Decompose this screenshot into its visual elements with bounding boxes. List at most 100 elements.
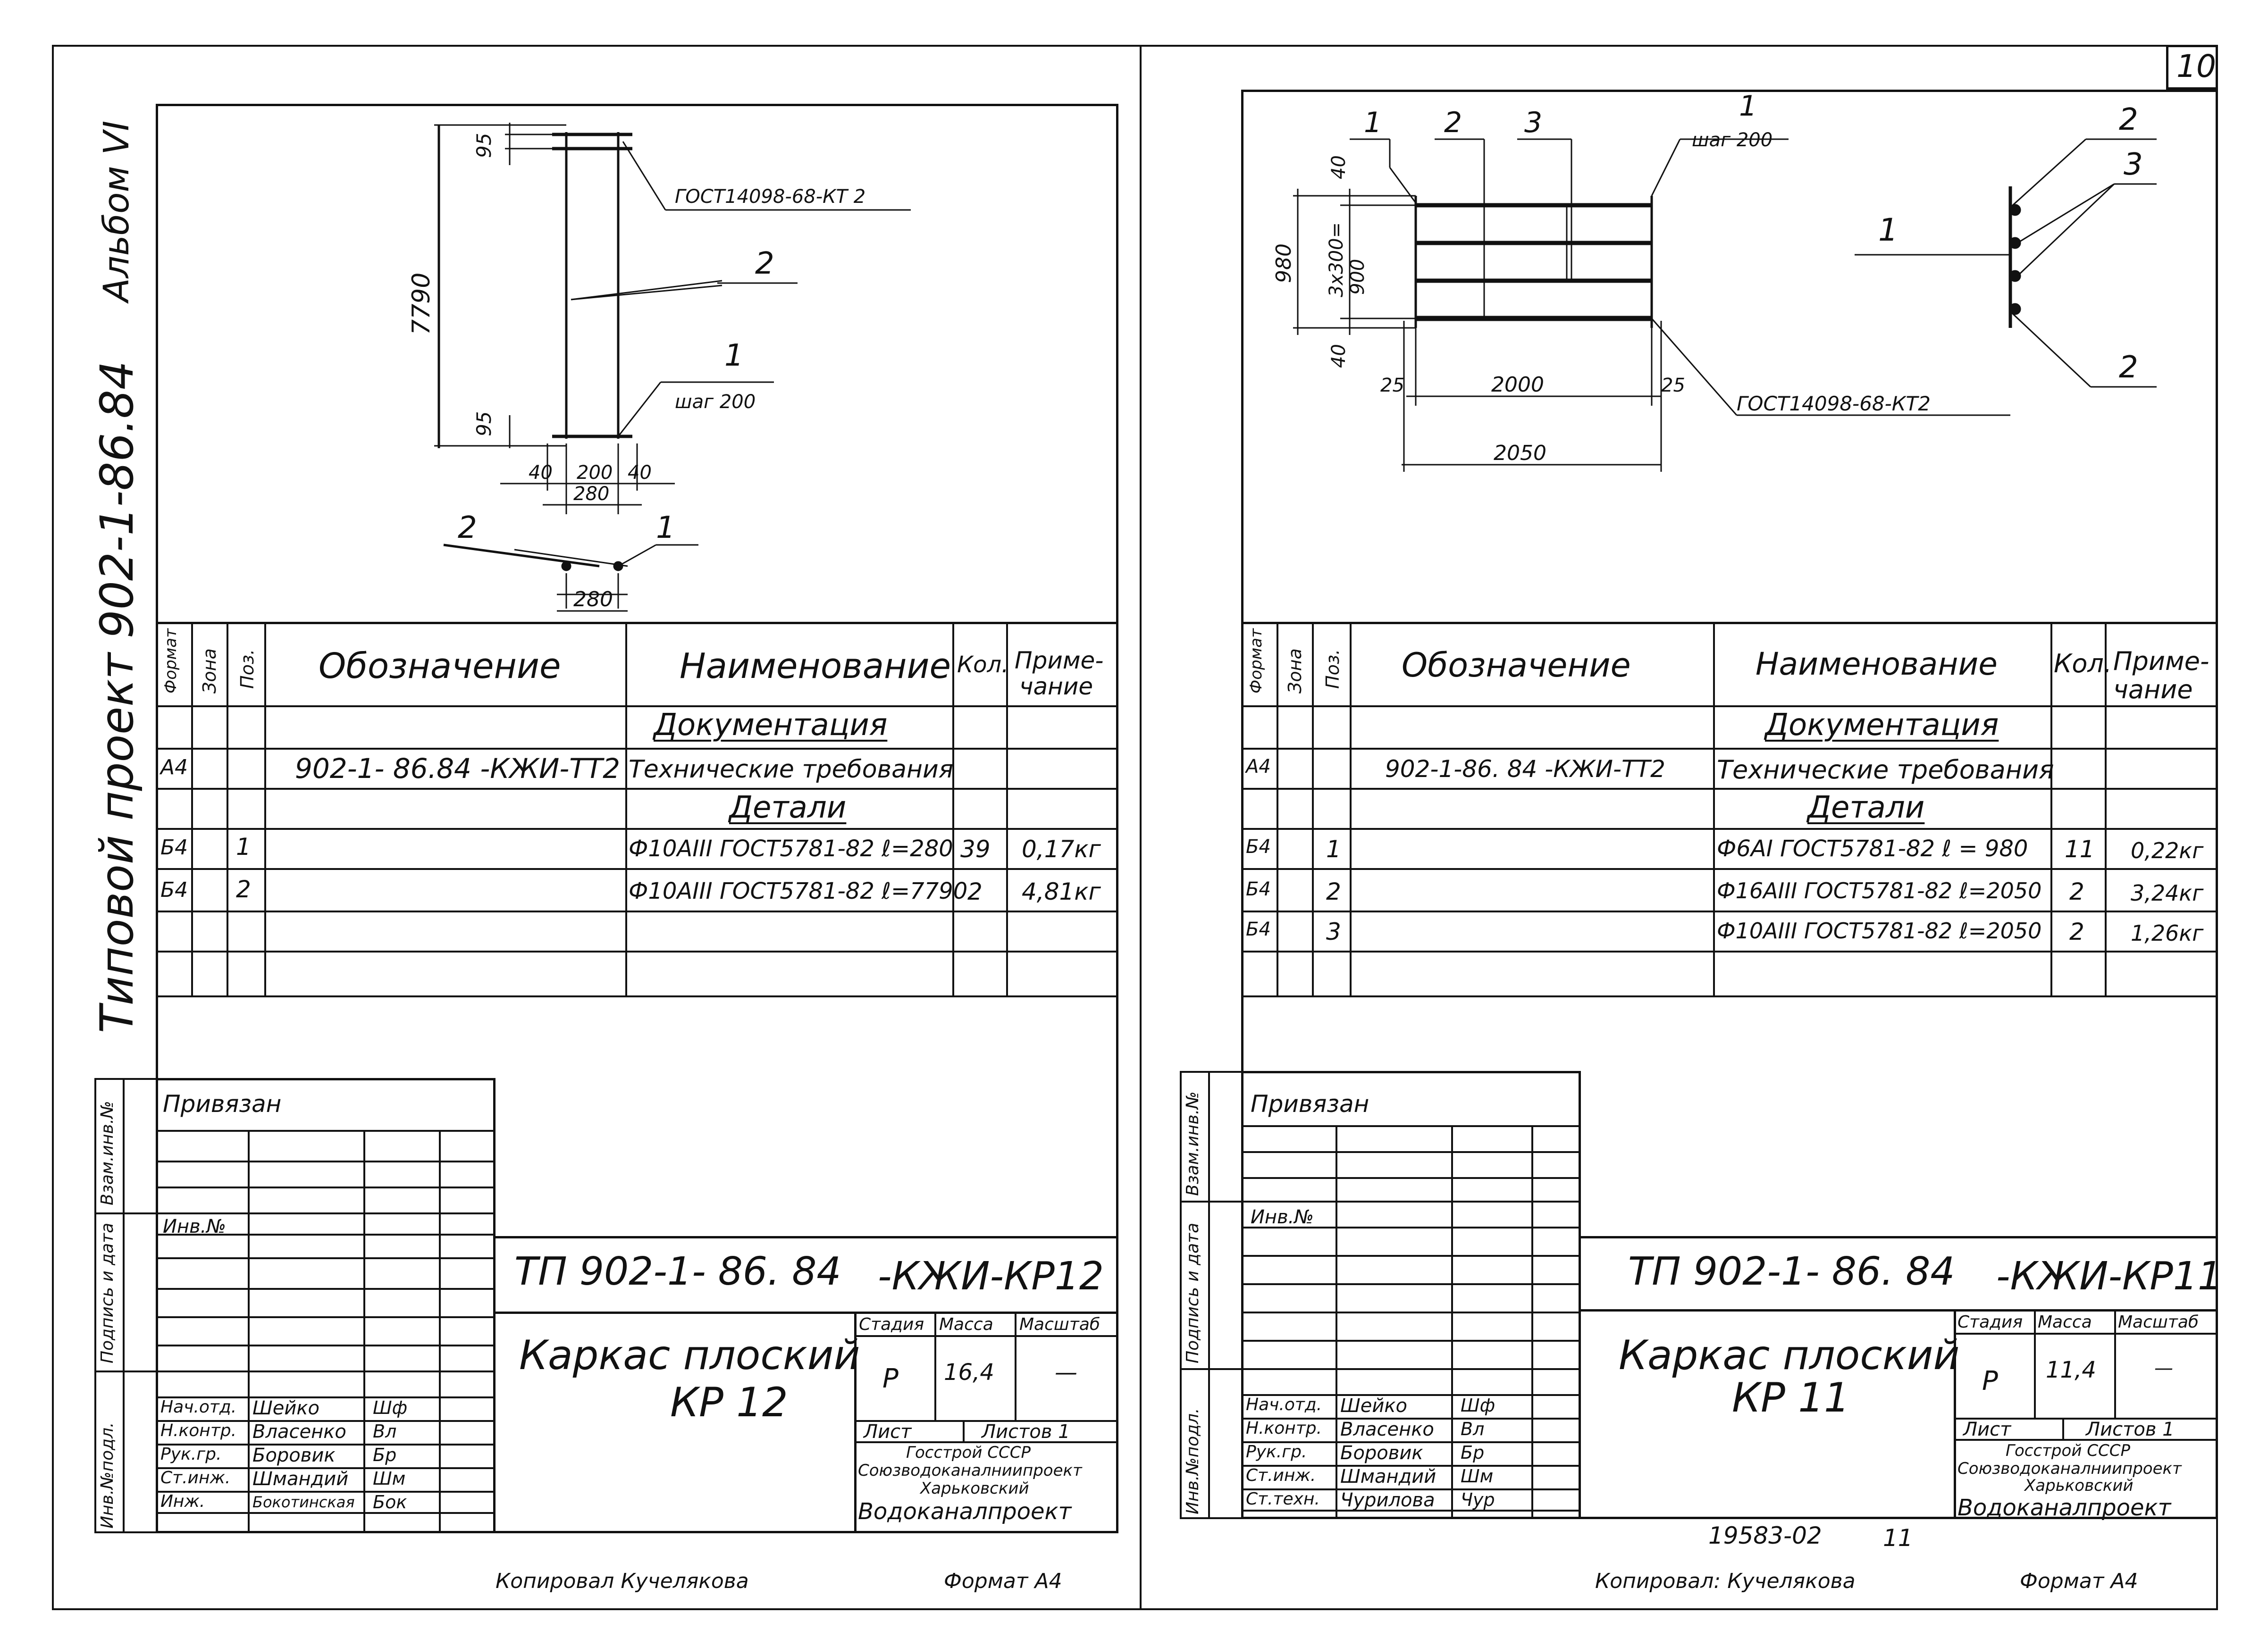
sheet-label: Лист (864, 1421, 912, 1443)
org-4: Водоканалпроект (858, 1498, 1072, 1525)
row-name: Ф6АI ГОСТ5781-82 ℓ = 980 (1717, 836, 2028, 862)
right-tb-col (2034, 1309, 2036, 1418)
section-pos-1: 1 (656, 510, 675, 545)
left-tb-row (854, 1441, 1118, 1443)
right-priv-row (1241, 1368, 1581, 1370)
right-spec-row (1241, 748, 2218, 750)
sheets-label: Листов 1 (982, 1421, 1070, 1443)
right-spec-row (1241, 868, 2218, 870)
signer-role: Нач.отд. (160, 1397, 237, 1417)
left-spec-row (156, 748, 1118, 750)
right-spec-hdr-bottom (1241, 705, 2218, 707)
row-qty: 2 (2069, 878, 2084, 905)
signer-role: Нач.отд. (1246, 1395, 1322, 1414)
signer-name: Власенко (252, 1421, 346, 1443)
sheets-label: Листов 1 (2086, 1419, 2175, 1440)
left-priv-top (156, 1078, 496, 1080)
row-format: Б4 (160, 878, 188, 902)
section-pos-1: 1 (1878, 212, 1898, 248)
signer-role: Ст.инж. (160, 1468, 231, 1488)
left-tb-col (1015, 1312, 1016, 1420)
org-4: Водоканалпроект (1957, 1495, 2171, 1521)
right-spec-row (1241, 995, 2218, 997)
right-priv-right (1579, 1071, 1581, 1519)
signer-name: Боровик (1340, 1442, 1423, 1464)
stage-value: Р (1982, 1366, 1998, 1396)
right-priv-row (1241, 1227, 1581, 1228)
left-priv-row (156, 1371, 496, 1372)
left-side-strip (94, 1078, 158, 1533)
right-spec-col (1350, 622, 1352, 995)
right-sign-row (1241, 1418, 1581, 1420)
left-spec-top (156, 622, 1118, 624)
right-priv-col (1531, 1125, 1533, 1519)
left-tb-col (854, 1312, 857, 1533)
signer-role: Инж. (160, 1492, 205, 1511)
mass-value: 16,4 (944, 1359, 994, 1386)
right-tb-col (2114, 1309, 2116, 1418)
scale-value: — (1055, 1359, 1077, 1386)
row-designation: 902-1- 86.84 -КЖИ-ТТ2 (295, 752, 621, 785)
right-priv-row (1241, 1177, 1581, 1179)
mass-header: Масса (2038, 1312, 2092, 1332)
signer-role: Рук.гр. (1246, 1442, 1307, 1462)
right-spec-row (1241, 951, 2218, 953)
left-spec-col (952, 622, 954, 995)
row-name: Ф16АIII ГОСТ5781-82 ℓ=2050 (1717, 878, 2042, 903)
dim-40-bottom: 40 (1328, 344, 1350, 368)
row-qty: 2 (2069, 918, 2084, 945)
weld-label: ГОСТ14098-68-КТ2 (1737, 392, 1931, 415)
left-priv-row (156, 1345, 496, 1346)
hdr-format: Формат (161, 628, 180, 694)
dim-280: 280 (573, 483, 609, 505)
stage-header: Стадия (859, 1315, 924, 1334)
footer-format: Формат А4 (944, 1569, 1062, 1593)
right-spec-row (1241, 911, 2218, 912)
left-priv-row (156, 1257, 496, 1259)
side-label-podp: Подпись и дата (1183, 1222, 1202, 1363)
org-2: Союзводоканалниипроект (1957, 1459, 2182, 1478)
hdr-note-1: Приме- (1015, 647, 1104, 674)
left-side-strip-div (94, 1212, 156, 1214)
section-pos-2-bottom: 2 (2119, 350, 2138, 385)
signer-name: Боровик (252, 1445, 336, 1466)
right-spec-top (1241, 622, 2218, 624)
dim-25-left: 25 (1380, 375, 1404, 396)
right-tb-row (1954, 1439, 2218, 1441)
drawing-subtitle: КР 12 (670, 1379, 788, 1426)
hdr-designation: Обозначение (319, 646, 561, 686)
left-side-strip-div (94, 1371, 156, 1372)
row-note: 4,81кг (1022, 878, 1101, 905)
right-sign-row (1241, 1441, 1581, 1443)
right-priv-row (1241, 1283, 1581, 1285)
left-priv-row (156, 1130, 496, 1132)
signer-sign: Бок (373, 1492, 407, 1513)
hdr-zone: Зона (1285, 648, 1305, 694)
left-tb-row (854, 1420, 1118, 1422)
right-priv-col (1336, 1125, 1337, 1519)
right-tb-top (1579, 1236, 2218, 1238)
row-pos: 2 (236, 876, 251, 903)
side-label-inv: Инв.№подл. (98, 1422, 117, 1529)
left-sign-row (156, 1396, 496, 1398)
side-label-podp: Подпись и дата (98, 1222, 117, 1363)
signer-sign: Шф (373, 1397, 408, 1418)
step-label: шаг 200 (675, 391, 756, 413)
signer-sign: Чур (1461, 1489, 1495, 1510)
left-tb-col (934, 1312, 936, 1420)
right-tb-mid (1579, 1309, 2218, 1312)
right-priv-row (1241, 1125, 1581, 1127)
signer-sign: Вл (1461, 1419, 1485, 1439)
section-pos-2-top: 2 (2119, 102, 2138, 137)
row-name: Технические требования (629, 755, 954, 784)
album-label: Альбом VI (96, 120, 137, 302)
signer-sign: Шм (373, 1468, 406, 1489)
signer-name: Бокотинская (252, 1493, 355, 1511)
left-spec-col (264, 622, 266, 995)
right-sign-row (1241, 1488, 1581, 1490)
drawing-subtitle: КР 11 (1732, 1374, 1850, 1421)
section-pos-2: 2 (458, 510, 477, 545)
drawing-title: Каркас плоский (1619, 1332, 1960, 1379)
row-format: Б4 (1246, 836, 1271, 858)
left-sign-row (156, 1512, 496, 1514)
